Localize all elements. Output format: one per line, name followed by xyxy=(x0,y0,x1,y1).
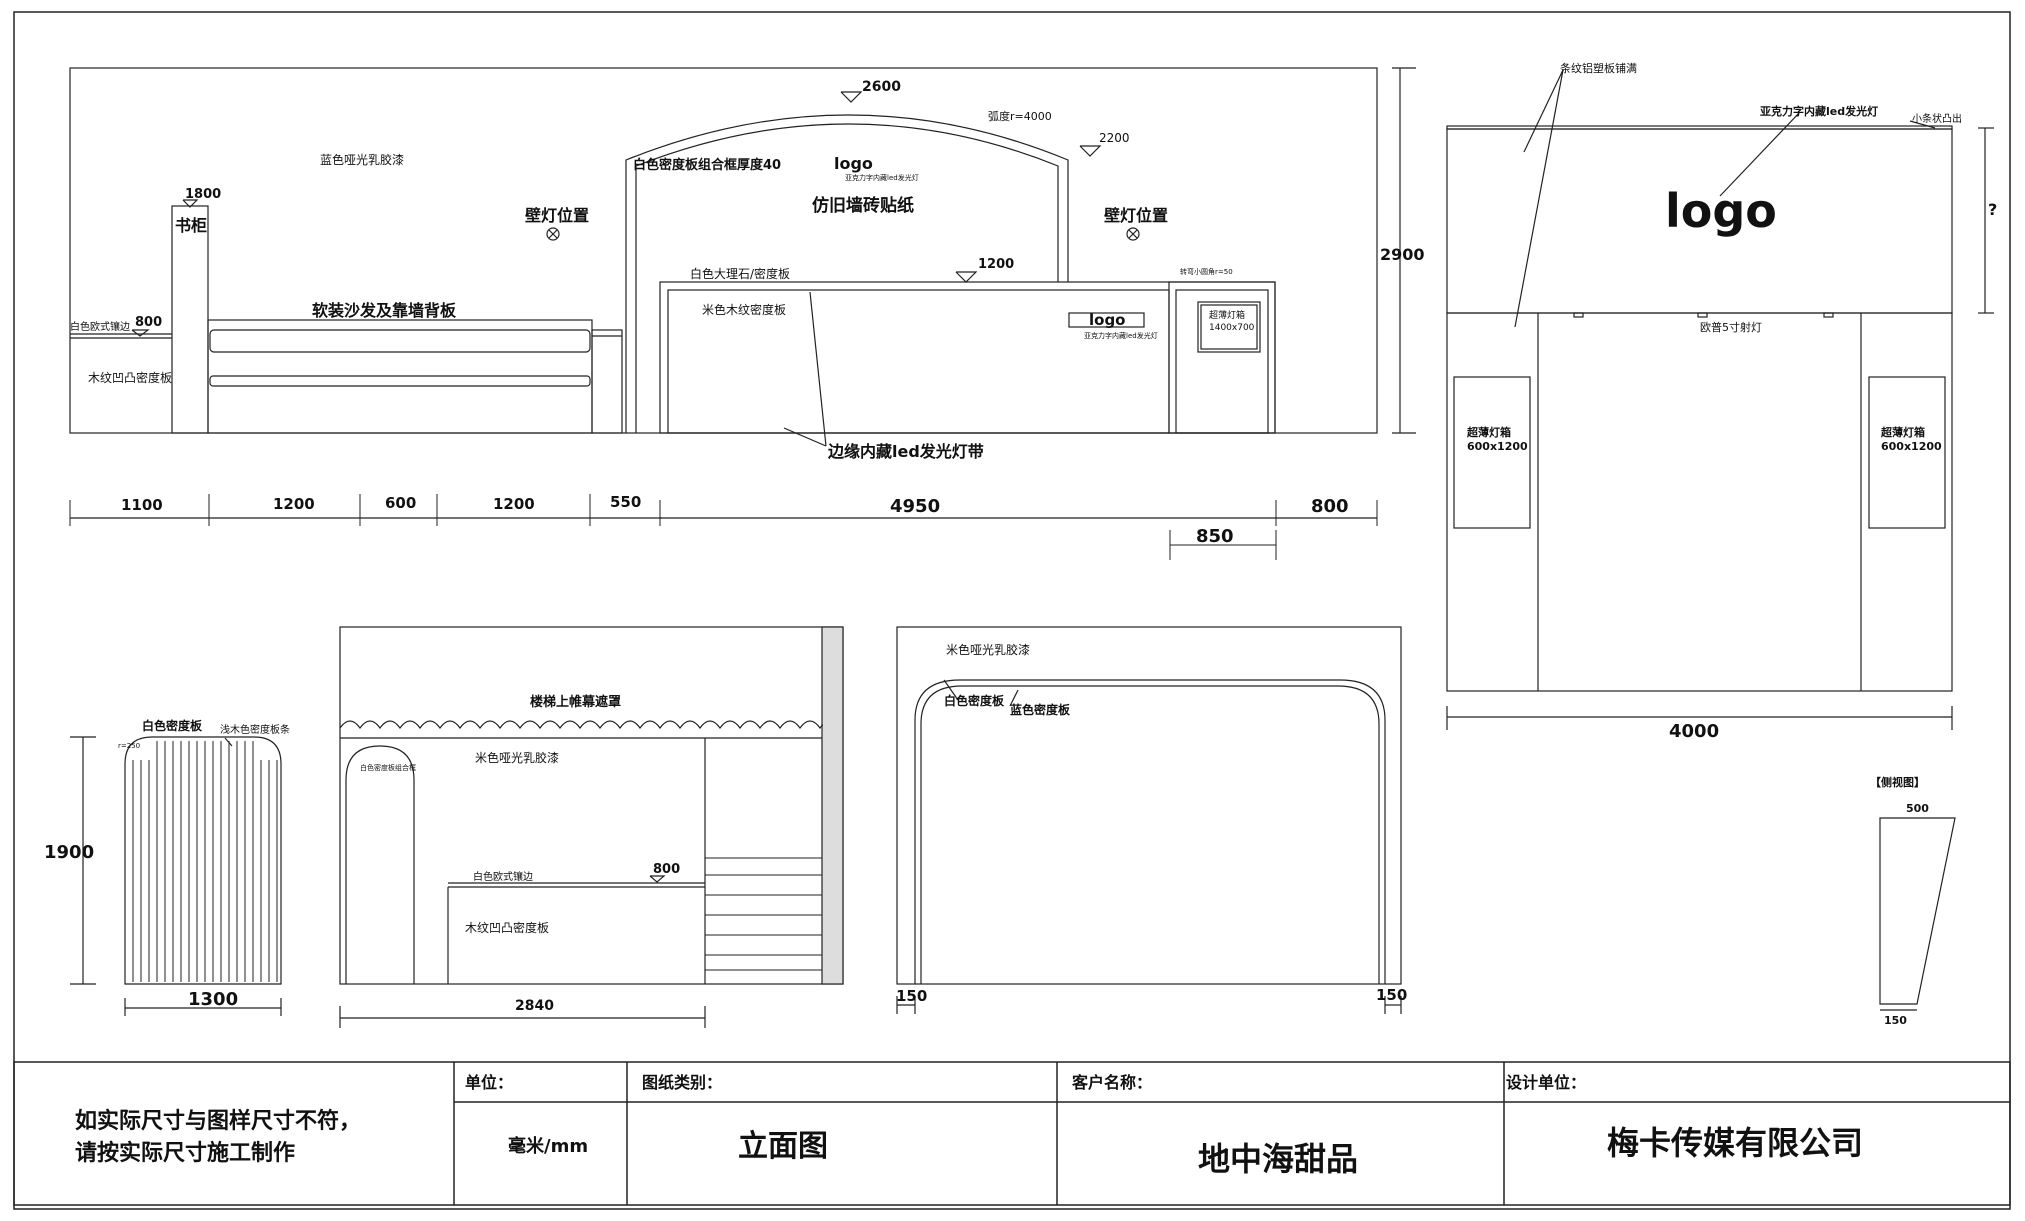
label-lightbox-right: 超薄灯箱 xyxy=(1880,425,1925,439)
dim-bottom-3: 600 xyxy=(385,494,416,512)
label-logo-counter-note: 亚克力字内藏led发光灯 xyxy=(1084,331,1158,340)
label-acrylic: 亚克力字内藏led发光灯 xyxy=(1760,104,1878,118)
label-wall-lamp-1: 壁灯位置 xyxy=(525,206,589,225)
dim-side-top: 500 xyxy=(1906,802,1929,815)
dim-arch-left: 150 xyxy=(896,987,927,1005)
label-lightbox-size: 1400x700 xyxy=(1209,323,1255,333)
label-lightbox-left-size: 600x1200 xyxy=(1467,440,1528,453)
dim-arch-right: 150 xyxy=(1376,986,1407,1004)
label-wall-lamp-2: 壁灯位置 xyxy=(1104,206,1168,225)
dim-right-step: 2200 xyxy=(1099,131,1130,145)
label-arch-paint: 米色哑光乳胶漆 xyxy=(946,642,1030,657)
title-type-label: 图纸类别： xyxy=(642,1073,722,1092)
label-led-strip: 边缘内藏led发光灯带 xyxy=(827,442,984,461)
label-lightbox-left: 超薄灯箱 xyxy=(1466,425,1511,439)
dim-facade-height: ? xyxy=(1988,200,1997,219)
label-brick-paper: 仿旧墙砖贴纸 xyxy=(812,195,914,216)
stair-elevation xyxy=(339,626,844,1028)
note-small-radius: 转弯小圆角r=50 xyxy=(1180,267,1233,276)
title-unit-value: 毫米/mm xyxy=(508,1135,588,1157)
dim-arch-radius: 弧度r=4000 xyxy=(988,109,1052,123)
label-door-board: 白色密度板 xyxy=(142,718,203,733)
label-arch-blue-board: 蓝色密度板 xyxy=(1010,702,1071,717)
dim-door-height: 1900 xyxy=(44,842,94,863)
dim-bookcase-height: 1800 xyxy=(185,187,221,202)
dim-bottom-7: 800 xyxy=(1311,496,1349,517)
dim-counter-height: 1200 xyxy=(978,257,1014,272)
label-bookcase: 书柜 xyxy=(175,216,207,235)
label-arch-white-board: 白色密度板 xyxy=(944,693,1005,708)
dim-total-height: 2900 xyxy=(1380,245,1425,264)
label-stair-wood: 木纹凹凸密度板 xyxy=(465,920,549,935)
label-logo-top-note: 亚克力字内藏led发光灯 xyxy=(845,173,919,182)
label-logo-top: logo xyxy=(834,154,873,173)
title-client-label: 客户名称： xyxy=(1072,1073,1152,1092)
dim-stair-wainscot: 800 xyxy=(653,862,680,877)
arch-elevation xyxy=(896,626,1402,1014)
label-stair-edge: 白色欧式镶边 xyxy=(473,870,533,883)
label-logo-counter: logo xyxy=(1089,311,1126,329)
label-stair-paint: 米色哑光乳胶漆 xyxy=(475,750,559,765)
label-lightbox-right-size: 600x1200 xyxy=(1881,440,1942,453)
dim-arch-height: 2600 xyxy=(862,79,901,95)
title-type-value: 立面图 xyxy=(738,1129,828,1164)
title-designer-value: 梅卡传媒有限公司 xyxy=(1607,1124,1863,1162)
label-door-strips: 浅木色密度板条 xyxy=(220,723,290,736)
dim-stair-width: 2840 xyxy=(515,998,554,1014)
label-spotlight: 欧普5寸射灯 xyxy=(1700,320,1762,334)
door-elevation xyxy=(70,736,282,1016)
title-client-value: 地中海甜品 xyxy=(1198,1140,1358,1178)
label-arch-frame: 白色密度板组合框厚度40 xyxy=(633,157,781,173)
label-wainscot-edge: 白色欧式镶边 xyxy=(70,320,130,333)
title-block xyxy=(13,1061,2011,1206)
label-stair-arch-frame: 白色密度板组合框 xyxy=(360,763,416,772)
dim-side-bottom: 150 xyxy=(1884,1014,1907,1027)
title-note-line2: 请按实际尺寸施工制作 xyxy=(75,1140,295,1166)
main-elevation xyxy=(69,67,1416,560)
title-note-line1: 如实际尺寸与图样尺寸不符， xyxy=(75,1108,361,1134)
title-unit-label: 单位： xyxy=(465,1073,513,1092)
dim-bottom-sub: 850 xyxy=(1196,526,1234,547)
dim-facade-width: 4000 xyxy=(1669,721,1719,742)
label-facade-logo: logo xyxy=(1665,184,1777,238)
label-side-view: 【侧视图】 xyxy=(1870,775,1925,789)
dim-bottom-6: 4950 xyxy=(890,496,940,517)
dim-bottom-5: 550 xyxy=(610,493,641,511)
label-marble: 白色大理石/密度板 xyxy=(690,266,790,281)
dim-bottom-1: 1100 xyxy=(121,496,163,514)
dim-bottom-4: 1200 xyxy=(493,495,535,513)
dim-door-width: 1300 xyxy=(188,989,238,1010)
sheet-border xyxy=(13,11,2011,1210)
dim-bottom-2: 1200 xyxy=(273,495,315,513)
label-sofa: 软装沙发及靠墙背板 xyxy=(312,301,457,320)
facade-elevation xyxy=(1446,69,1994,1011)
label-aluminum: 条纹铝塑板铺满 xyxy=(1560,61,1637,75)
label-wall-paint: 蓝色哑光乳胶漆 xyxy=(320,152,404,167)
dim-wainscot-height: 800 xyxy=(135,315,162,330)
label-strip: 小条状凸出 xyxy=(1912,112,1962,125)
label-curtain: 楼梯上帷幕遮罩 xyxy=(530,694,621,710)
label-door-radius: r=250 xyxy=(118,742,140,750)
label-counter-board: 米色木纹密度板 xyxy=(702,302,786,317)
label-wood-board: 木纹凹凸密度板 xyxy=(88,370,172,385)
title-designer-label: 设计单位： xyxy=(1506,1073,1586,1092)
label-lightbox: 超薄灯箱 xyxy=(1209,309,1245,321)
